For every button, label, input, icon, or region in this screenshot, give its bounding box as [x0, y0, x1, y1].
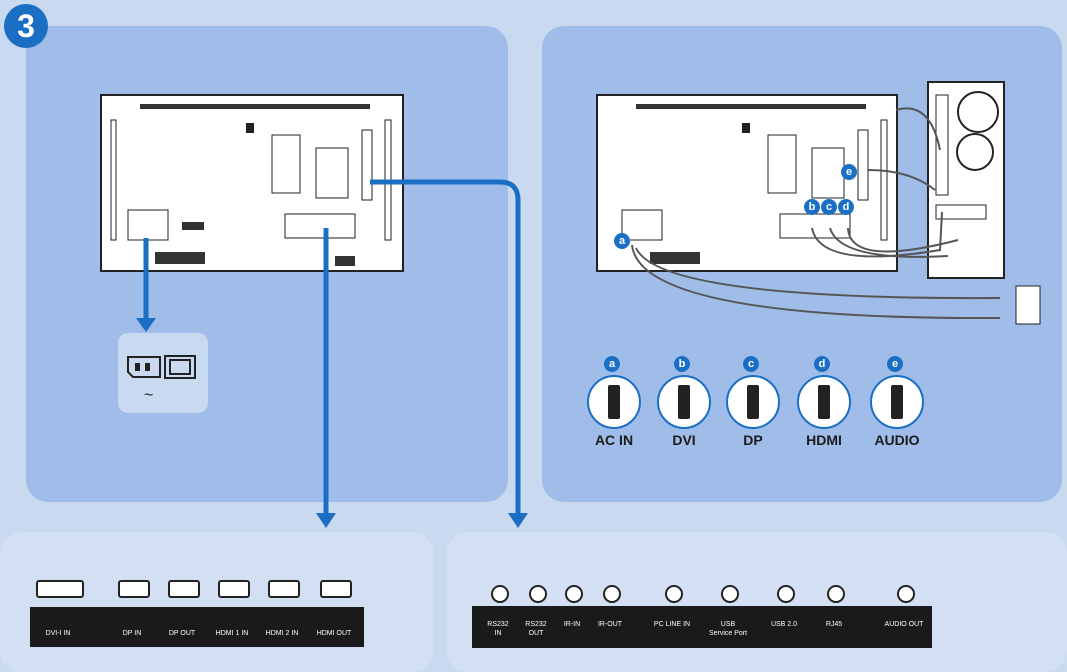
callout-badge-d: d [838, 199, 854, 215]
connector-label-d: HDMI [806, 432, 842, 448]
power-inlet-callout [118, 333, 208, 413]
callout-badge-b: b [804, 199, 820, 215]
video-port-label: HDMI OUT [316, 630, 352, 637]
control-port-strip [472, 606, 932, 648]
power-symbol: ~ [144, 387, 153, 404]
video-port-icon-1 [118, 580, 150, 598]
control-port-label: RJ45 [825, 621, 843, 628]
ac-power-plug-icon [587, 375, 641, 429]
control-port-icon-2 [565, 585, 583, 603]
control-port-label: PC LINE IN [653, 621, 691, 628]
legend-badge-d: d [814, 356, 830, 372]
bottom-left-panel [0, 532, 434, 672]
video-port-label: DVI-I IN [45, 630, 71, 637]
displayport-connector-icon [726, 375, 780, 429]
dvi-connector-icon [657, 375, 711, 429]
control-port-icon-0 [491, 585, 509, 603]
video-port-icon-0 [36, 580, 84, 598]
legend-badge-c: c [743, 356, 759, 372]
bottom-right-panel [446, 532, 1067, 672]
connection-diagram: ~ [100, 81, 1041, 528]
video-port-strip [30, 607, 364, 647]
connector-label-a: AC IN [594, 432, 634, 448]
control-port-label: USB Service Port [708, 621, 748, 637]
video-port-icon-3 [218, 580, 250, 598]
pc-tower [927, 81, 1005, 279]
ac-inlet-icon [127, 355, 196, 379]
video-port-label: HDMI 2 IN [265, 630, 299, 637]
video-port-label: HDMI 1 IN [215, 630, 249, 637]
control-port-icon-6 [777, 585, 795, 603]
control-port-label: USB 2.0 [770, 621, 798, 628]
hdmi-connector-icon [797, 375, 851, 429]
audio-jack-icon [870, 375, 924, 429]
monitor-rear-left [100, 94, 404, 272]
control-port-label: IR-IN [563, 621, 581, 628]
blue-arrows [143, 179, 521, 515]
step-number-badge: 3 [4, 4, 48, 48]
control-port-icon-4 [665, 585, 683, 603]
callout-badge-c: c [821, 199, 837, 215]
connector-label-e: AUDIO [874, 432, 920, 448]
control-port-icon-5 [721, 585, 739, 603]
connector-label-c: DP [743, 432, 763, 448]
video-port-label: DP OUT [168, 630, 196, 637]
legend-badge-a: a [604, 356, 620, 372]
monitor-rear-right [596, 94, 898, 272]
control-port-label: RS232 OUT [525, 621, 547, 637]
control-port-label: AUDIO OUT [884, 621, 924, 628]
connector-label-b: DVI [672, 432, 696, 448]
legend-badge-e: e [887, 356, 903, 372]
video-port-icon-2 [168, 580, 200, 598]
control-port-icon-7 [827, 585, 845, 603]
cables [631, 107, 1001, 320]
video-port-label: DP IN [122, 630, 142, 637]
video-port-icon-4 [268, 580, 300, 598]
control-port-icon-3 [603, 585, 621, 603]
control-port-label: RS232 IN [487, 621, 509, 637]
callout-badge-a: a [614, 233, 630, 249]
legend-badge-b: b [674, 356, 690, 372]
wall-outlet [1015, 285, 1041, 325]
control-port-label: IR-OUT [597, 621, 623, 628]
video-port-icon-5 [320, 580, 352, 598]
control-port-icon-1 [529, 585, 547, 603]
control-port-icon-8 [897, 585, 915, 603]
callout-badge-e: e [841, 164, 857, 180]
